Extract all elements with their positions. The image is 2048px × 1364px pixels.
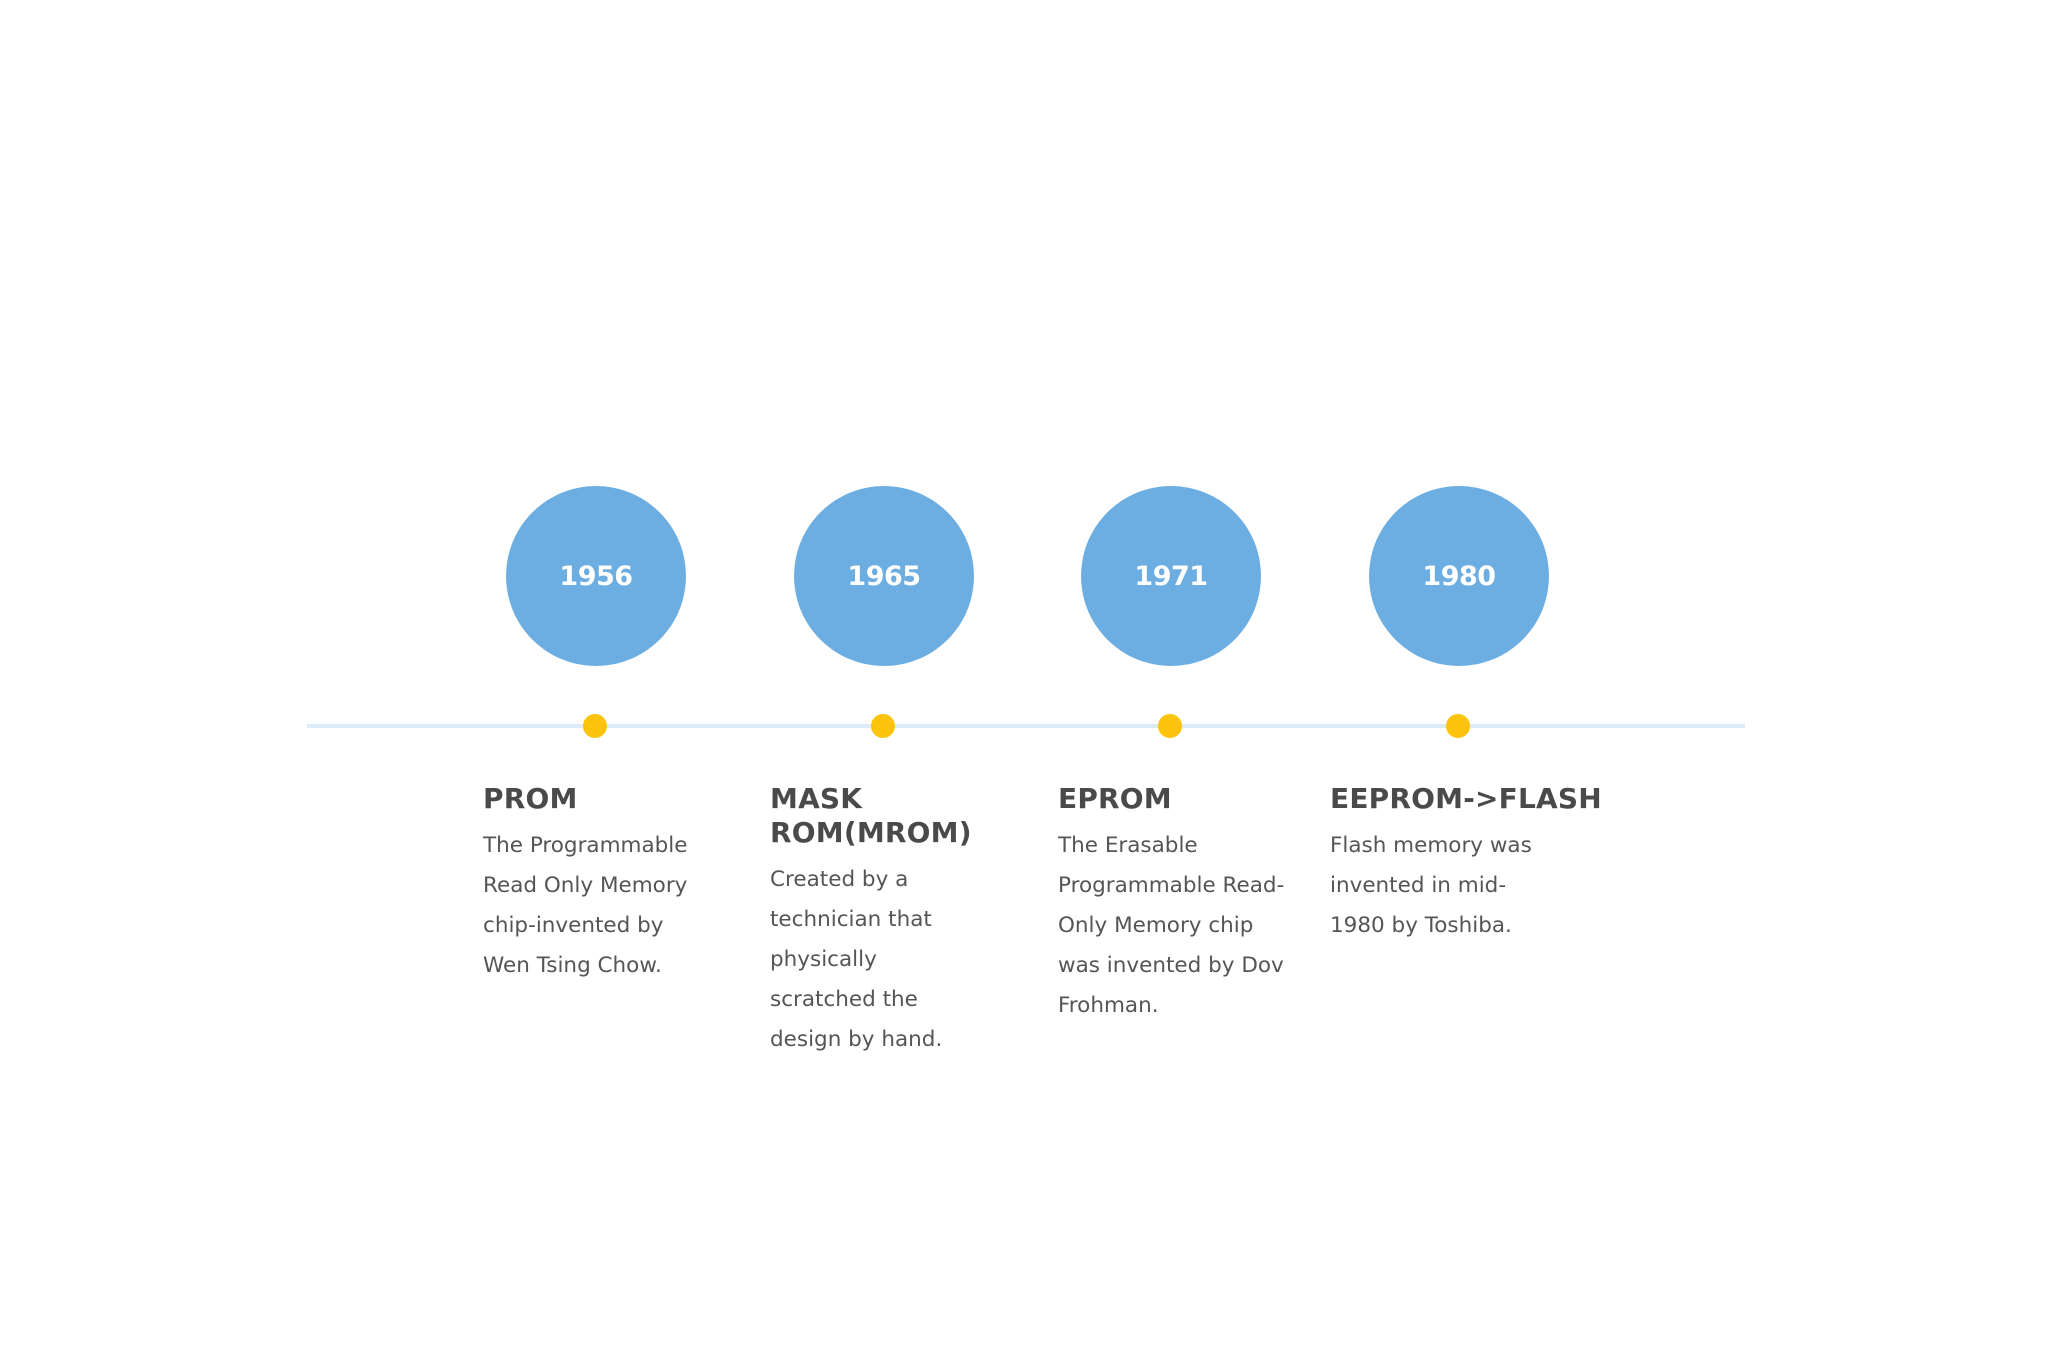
year-circle: 1980 (1369, 486, 1549, 666)
timeline-dot (871, 714, 895, 738)
milestone-title: PROM (483, 782, 578, 815)
year-circle: 1971 (1081, 486, 1261, 666)
milestone-description: The Programmable Read Only Memory chip-i… (483, 833, 688, 978)
timeline-track-line (307, 724, 1745, 728)
timeline-dot (1158, 714, 1182, 738)
milestone-description: Created by a technician that physically … (770, 867, 943, 1052)
year-circle: 1956 (506, 486, 686, 666)
milestone-description: The Erasable Programmable Read-Only Memo… (1058, 833, 1285, 1018)
timeline-dot (583, 714, 607, 738)
milestone-title: MASK ROM(MROM) (770, 782, 972, 849)
timeline-dot (1446, 714, 1470, 738)
year-circle: 1965 (794, 486, 974, 666)
milestone-title: EEPROM->FLASH (1330, 782, 1602, 815)
milestone-description: Flash memory was invented in mid-1980 by… (1330, 833, 1532, 938)
milestone-title: EPROM (1058, 782, 1172, 815)
